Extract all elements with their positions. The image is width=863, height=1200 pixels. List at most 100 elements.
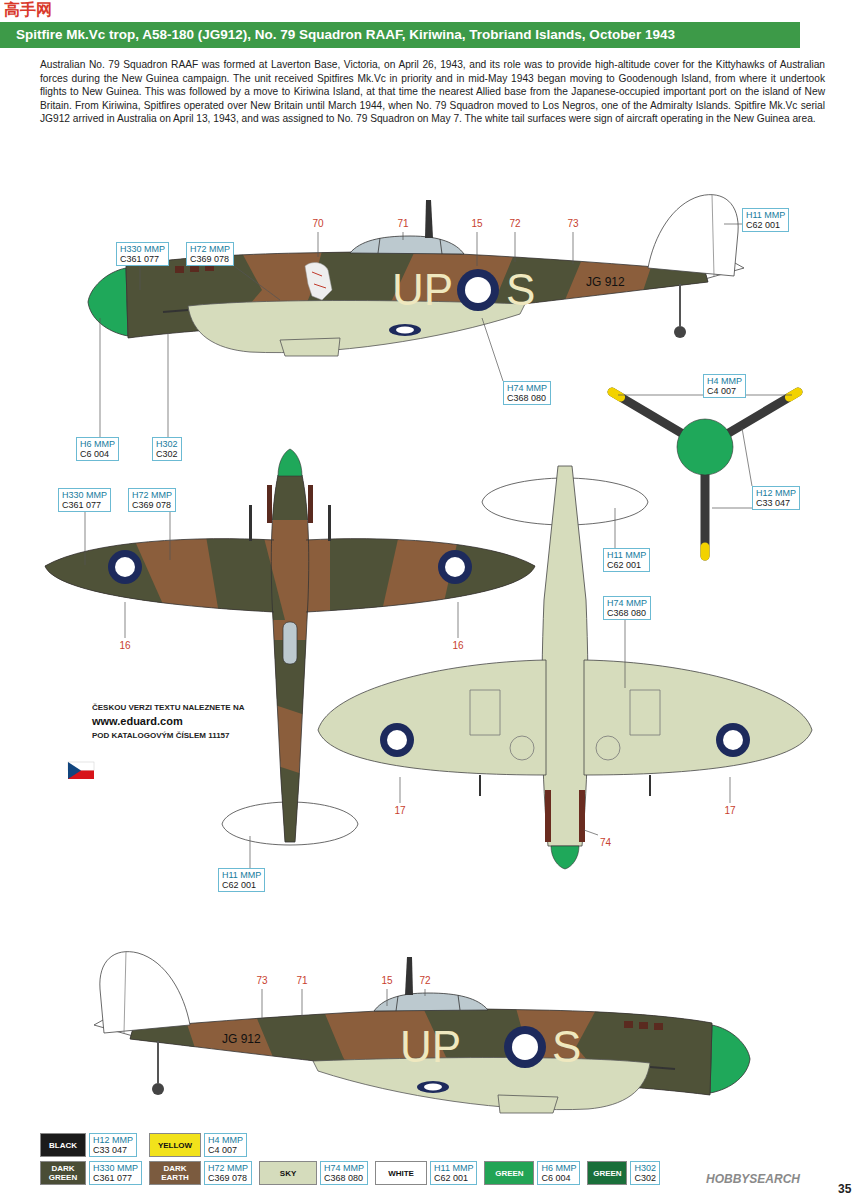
exhaust <box>308 485 313 523</box>
roundel <box>108 550 142 584</box>
paint-code-alt: C368 080 <box>607 608 647 618</box>
paint-code: H74 MMP <box>607 598 647 608</box>
leader-line <box>746 395 792 396</box>
fuselage-roundel-centre <box>465 277 491 303</box>
leader-line <box>712 508 752 509</box>
fuselage-roundel-centre <box>512 1034 538 1060</box>
roundel-centre <box>387 730 407 750</box>
rudder-line <box>712 194 714 276</box>
legend-swatch: GREEN <box>484 1161 534 1185</box>
callout-number: 16 <box>452 640 463 652</box>
leader-line <box>730 777 731 803</box>
spinner <box>551 846 579 869</box>
leader-line <box>250 836 251 868</box>
leader-line <box>625 620 626 688</box>
fuselage-roundel <box>504 1026 546 1068</box>
color-callout-box: H72 MMPC369 078 <box>186 242 234 266</box>
label-slot: www.eduard.com <box>92 715 183 728</box>
side-profile <box>88 194 744 356</box>
label-slot: 73 <box>256 975 267 987</box>
paint-code-alt: C33 047 <box>93 1145 133 1155</box>
camo-base <box>30 440 550 860</box>
legend-swatch: BLACK <box>40 1133 86 1157</box>
leader-line <box>615 508 616 548</box>
label-slot: 16 <box>119 640 130 652</box>
paint-code-alt: C302 <box>634 1173 656 1183</box>
wing-roundel <box>389 324 421 336</box>
canopy <box>350 236 464 254</box>
exhaust <box>267 485 272 523</box>
antenna <box>425 200 433 238</box>
color-callout-box: H330 MMPC361 077 <box>58 488 111 512</box>
paint-code: H12 MMP <box>93 1135 133 1145</box>
callout-number: 72 <box>509 218 520 230</box>
wing-roundel-centre <box>396 327 414 334</box>
cannon <box>480 775 650 796</box>
leader-line <box>262 989 263 1020</box>
legend-code-box: H302C302 <box>630 1161 660 1185</box>
callout-number: 15 <box>381 975 392 987</box>
paint-code: H72 MMP <box>190 244 230 254</box>
legend-code-box: H330 MMPC361 077 <box>89 1161 142 1185</box>
description-text: Australian No. 79 Squadron RAAF was form… <box>40 58 825 126</box>
paint-code: H302 <box>634 1163 656 1173</box>
label-slot: HOBBYSEARCH <box>706 1172 800 1186</box>
label-slot: S <box>552 1025 581 1069</box>
leader-line <box>170 512 171 560</box>
tailwheel-strut <box>679 284 681 326</box>
legend-color-name: DARK GREEN <box>41 1164 85 1182</box>
paint-code-alt: C369 078 <box>208 1173 248 1183</box>
leader-line <box>482 318 503 381</box>
paint-code: H11 MMP <box>607 550 646 560</box>
leader-line <box>168 333 169 437</box>
legend-code-box: H74 MMPC368 080 <box>320 1161 368 1185</box>
code-letters: UP <box>392 268 453 312</box>
legend-color-name: DARK EARTH <box>150 1164 200 1182</box>
legend-code-box: H72 MMPC369 078 <box>204 1161 252 1185</box>
label-slot: 71 <box>397 218 408 230</box>
paint-code-alt: C368 080 <box>507 393 547 403</box>
label-slot: S <box>506 268 535 312</box>
label-slot: JG 912 <box>586 275 625 289</box>
spinner <box>88 268 128 336</box>
paint-code: H330 MMP <box>62 490 107 500</box>
paint-code: H6 MMP <box>541 1163 576 1173</box>
legend-color-name: GREEN <box>591 1169 623 1178</box>
label-slot: 16 <box>452 640 463 652</box>
flag-blue <box>68 762 81 779</box>
label-slot: 17 <box>724 805 735 817</box>
leader-line <box>318 232 319 257</box>
exhaust <box>175 266 184 273</box>
legend-swatch: SKY <box>259 1161 317 1185</box>
roundel <box>438 550 472 584</box>
callout-number: 74 <box>600 837 611 849</box>
label-slot: 70 <box>312 218 323 230</box>
legend-color-name: WHITE <box>386 1169 416 1178</box>
paint-code-alt: C33 047 <box>756 498 796 508</box>
bottom-view <box>318 466 812 869</box>
paint-code: H11 MMP <box>746 210 785 220</box>
leader-line <box>515 232 516 262</box>
title-text: Spitfire Mk.Vc trop, A58-180 (JG912), No… <box>0 22 800 48</box>
label-slot: 72 <box>419 975 430 987</box>
note-text: POD KATALOGOVÝM ČÍSLEM 11157 <box>92 731 230 741</box>
legend-swatch: GREEN <box>587 1161 627 1185</box>
canopy <box>283 622 297 664</box>
color-callout-box: H11 MMPC62 001 <box>742 208 789 232</box>
legend-code-box: H4 MMPC4 007 <box>204 1133 247 1157</box>
color-callout-box: H11 MMPC62 001 <box>603 548 650 572</box>
label-slot: 74 <box>600 837 611 849</box>
paint-code-alt: C62 001 <box>222 880 261 890</box>
serial-number: JG 912 <box>586 275 625 289</box>
legend-code-box: H11 MMPC62 001 <box>430 1161 477 1185</box>
page-number: 35 <box>838 1182 851 1196</box>
paint-code-alt: C369 078 <box>190 254 230 264</box>
outline <box>45 475 535 842</box>
title-band: Spitfire Mk.Vc trop, A58-180 (JG912), No… <box>0 22 800 48</box>
roundel-centre <box>723 730 743 750</box>
nose-art <box>305 263 332 300</box>
legend-color-name: BLACK <box>47 1141 79 1150</box>
